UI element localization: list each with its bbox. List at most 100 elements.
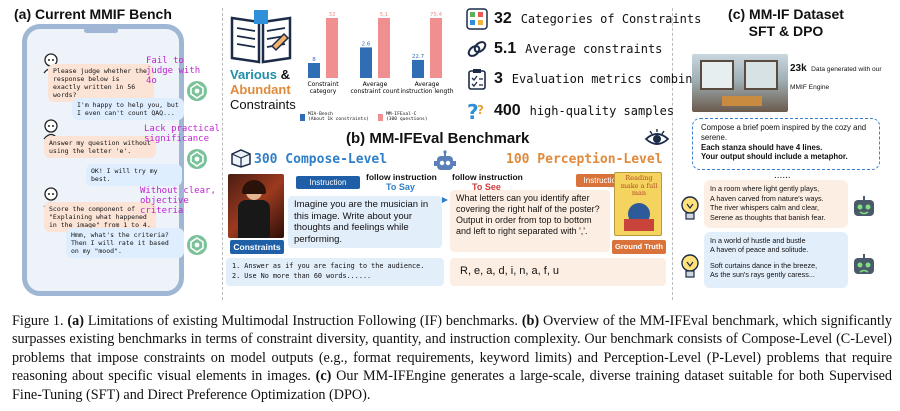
divider-c <box>672 8 673 300</box>
room-window <box>744 60 778 90</box>
ampersand: & <box>280 67 290 82</box>
constraints-box: 1. Answer as if you are facing to the au… <box>226 258 444 286</box>
ground-truth-tag: Ground Truth <box>612 240 666 254</box>
phone-speaker <box>84 28 118 33</box>
category-label: category <box>310 88 337 95</box>
legend-label-mia: MIA-Bench(About 1k constraints) <box>308 112 369 123</box>
caption-bold: (a) <box>67 313 84 329</box>
caption-text: Limitations of existing Multimodal Instr… <box>83 313 522 329</box>
good-poem-line: In a room where light gently plays, <box>710 184 820 193</box>
perception-level-label: 100 Perception-Level <box>506 152 663 167</box>
chart-legend: MIA-Bench(About 1k constraints) MM-IFEva… <box>300 112 460 126</box>
bar-value-label: 22.7 <box>412 54 425 60</box>
compose-level-label: 300 Compose-Level <box>254 152 388 167</box>
stats-list: 32 Categories of Constraints 5.1 Average… <box>462 4 707 128</box>
prompt-line: Each stanza should have 4 lines. <box>701 142 823 152</box>
dataset-count-number: 23k <box>790 63 807 74</box>
lightbulb-icon <box>678 252 702 280</box>
category-label: Average <box>415 81 440 88</box>
robot-icon <box>432 150 458 174</box>
chatgpt-icon <box>186 80 208 102</box>
dataset-count: 23k Data generated with our MMIF Engine <box>790 58 890 94</box>
bar-mia-2 <box>412 59 424 78</box>
prompt-box: Compose a brief poem inspired by the coz… <box>692 118 880 170</box>
follow-instruction-see: follow instruction <box>452 172 523 182</box>
constraint-item: 1. Answer as if you are facing to the au… <box>232 262 425 270</box>
eye-icon <box>644 128 670 150</box>
happy-robot-icon <box>852 196 876 218</box>
bad-poem-line: A haven of peace and solitude. <box>710 245 809 255</box>
category-label: constraint count <box>350 88 400 95</box>
bad-response-box: In a world of hustle and bustle A haven … <box>704 232 848 288</box>
bar-mmifeval-2 <box>430 18 442 78</box>
stat-average-constraints: 5.1 Average constraints <box>494 40 663 57</box>
book-icon <box>228 8 294 66</box>
bar-mia-0 <box>308 63 320 78</box>
musician-body <box>238 200 270 238</box>
divider-a <box>222 8 223 300</box>
annotation-lack-significance: Lack practical significance <box>144 124 220 144</box>
panel-b-title: (b) MM-IFEval Benchmark <box>346 130 530 147</box>
caption-bold: (b) <box>521 313 540 329</box>
follow-instruction-say: follow instruction <box>366 172 437 182</box>
panel-c-title: (c) MM-IF Dataset SFT & DPO <box>676 6 896 40</box>
ground-truth-box: R, e, a, d, i, n, a, f, u <box>450 258 666 286</box>
prompt-line: Compose a brief poem inspired by the coz… <box>701 123 867 142</box>
chatgpt-icon <box>186 234 208 256</box>
musician-photo <box>228 174 284 238</box>
chat-bubble-assistant: I'm happy to help you, but I even can't … <box>72 98 184 120</box>
svg-text:?: ? <box>467 100 479 122</box>
bar-mmifeval-0 <box>326 18 338 78</box>
room-table <box>722 96 762 106</box>
stat-evaluation-metrics: 3 Evaluation metrics combined <box>494 70 707 87</box>
poster-book <box>624 219 654 231</box>
good-poem-line: Serene as thoughts that banish fear. <box>710 212 826 222</box>
caption-text: Our MM-IFEngine generates a large-scale,… <box>12 368 893 403</box>
link-icon <box>466 38 488 60</box>
annotation-fail-judge: Fail to judge with 4o <box>146 56 201 86</box>
instruction-tag-compose: Instruction <box>296 176 360 189</box>
constraints-word: Constraints <box>230 97 296 112</box>
sad-robot-icon <box>852 254 876 276</box>
prompt-line: Your output should include a metaphor. <box>701 152 848 162</box>
category-label: Average <box>363 81 388 88</box>
bad-poem-line: In a world of hustle and bustle <box>710 236 806 245</box>
question-icon: ?? <box>466 100 488 124</box>
perception-instruction-text: What letters can you identify after cove… <box>456 193 600 236</box>
compose-instruction-box: Imagine you are the musician in this ima… <box>288 196 442 248</box>
chatgpt-icon <box>186 148 208 170</box>
constraints-tag: Constraints <box>230 240 284 254</box>
stat-categories: 32 Categories of Constraints <box>494 10 702 27</box>
legend-swatch-mmifeval <box>378 114 383 121</box>
chat-bubble-user: Score the component of "Explaining what … <box>44 202 156 232</box>
perception-instruction-box: What letters can you identify after cove… <box>450 190 610 252</box>
bar-mmifeval-1 <box>378 18 390 78</box>
good-response-box: In a room where light gently plays, A ha… <box>704 180 848 228</box>
chat-bubble-user: Please judge whether the response below … <box>48 64 154 102</box>
bad-poem-line: As the sun's rays gently caress... <box>710 270 815 280</box>
bar-value-label: 32 <box>329 12 336 18</box>
panel-a-title: (a) Current MMIF Bench <box>14 6 172 22</box>
chat-bubble-assistant: Hmm, what's the criteria? Then I will ra… <box>66 228 184 258</box>
panel-a: (a) Current MMIF Bench Please judge whet… <box>0 0 222 300</box>
to-say-label: To Say <box>386 182 415 192</box>
musician-hair <box>242 180 266 194</box>
figure-caption: Figure 1. (a) Limitations of existing Mu… <box>12 312 892 404</box>
svg-text:?: ? <box>477 103 484 117</box>
checklist-icon <box>466 8 488 30</box>
bad-poem-line: Soft curtains dance in the breeze, <box>710 260 818 270</box>
stat-samples: 400 high-quality samples <box>494 102 675 119</box>
dots-separator: ...... <box>774 170 791 181</box>
abundant-word: Abundant <box>230 82 291 97</box>
caption-bold: (c) <box>315 368 332 385</box>
legend-label-mmifeval: MM-IFEval-C(300 questions) <box>386 112 428 123</box>
poster-title: Reading make a full man <box>620 174 658 197</box>
room-window <box>700 60 734 90</box>
lightbulb-icon <box>678 194 702 222</box>
category-label: Constraint <box>307 81 339 88</box>
to-see-label: To See <box>472 182 501 192</box>
panel-c-title-line1: (c) MM-IF Dataset <box>728 6 844 22</box>
good-poem-line: A haven carved from nature's ways. <box>710 193 824 203</box>
poster-image: Reading make a full man <box>614 172 662 236</box>
chat-bubble-assistant: OK! I will try my best. <box>86 164 182 186</box>
